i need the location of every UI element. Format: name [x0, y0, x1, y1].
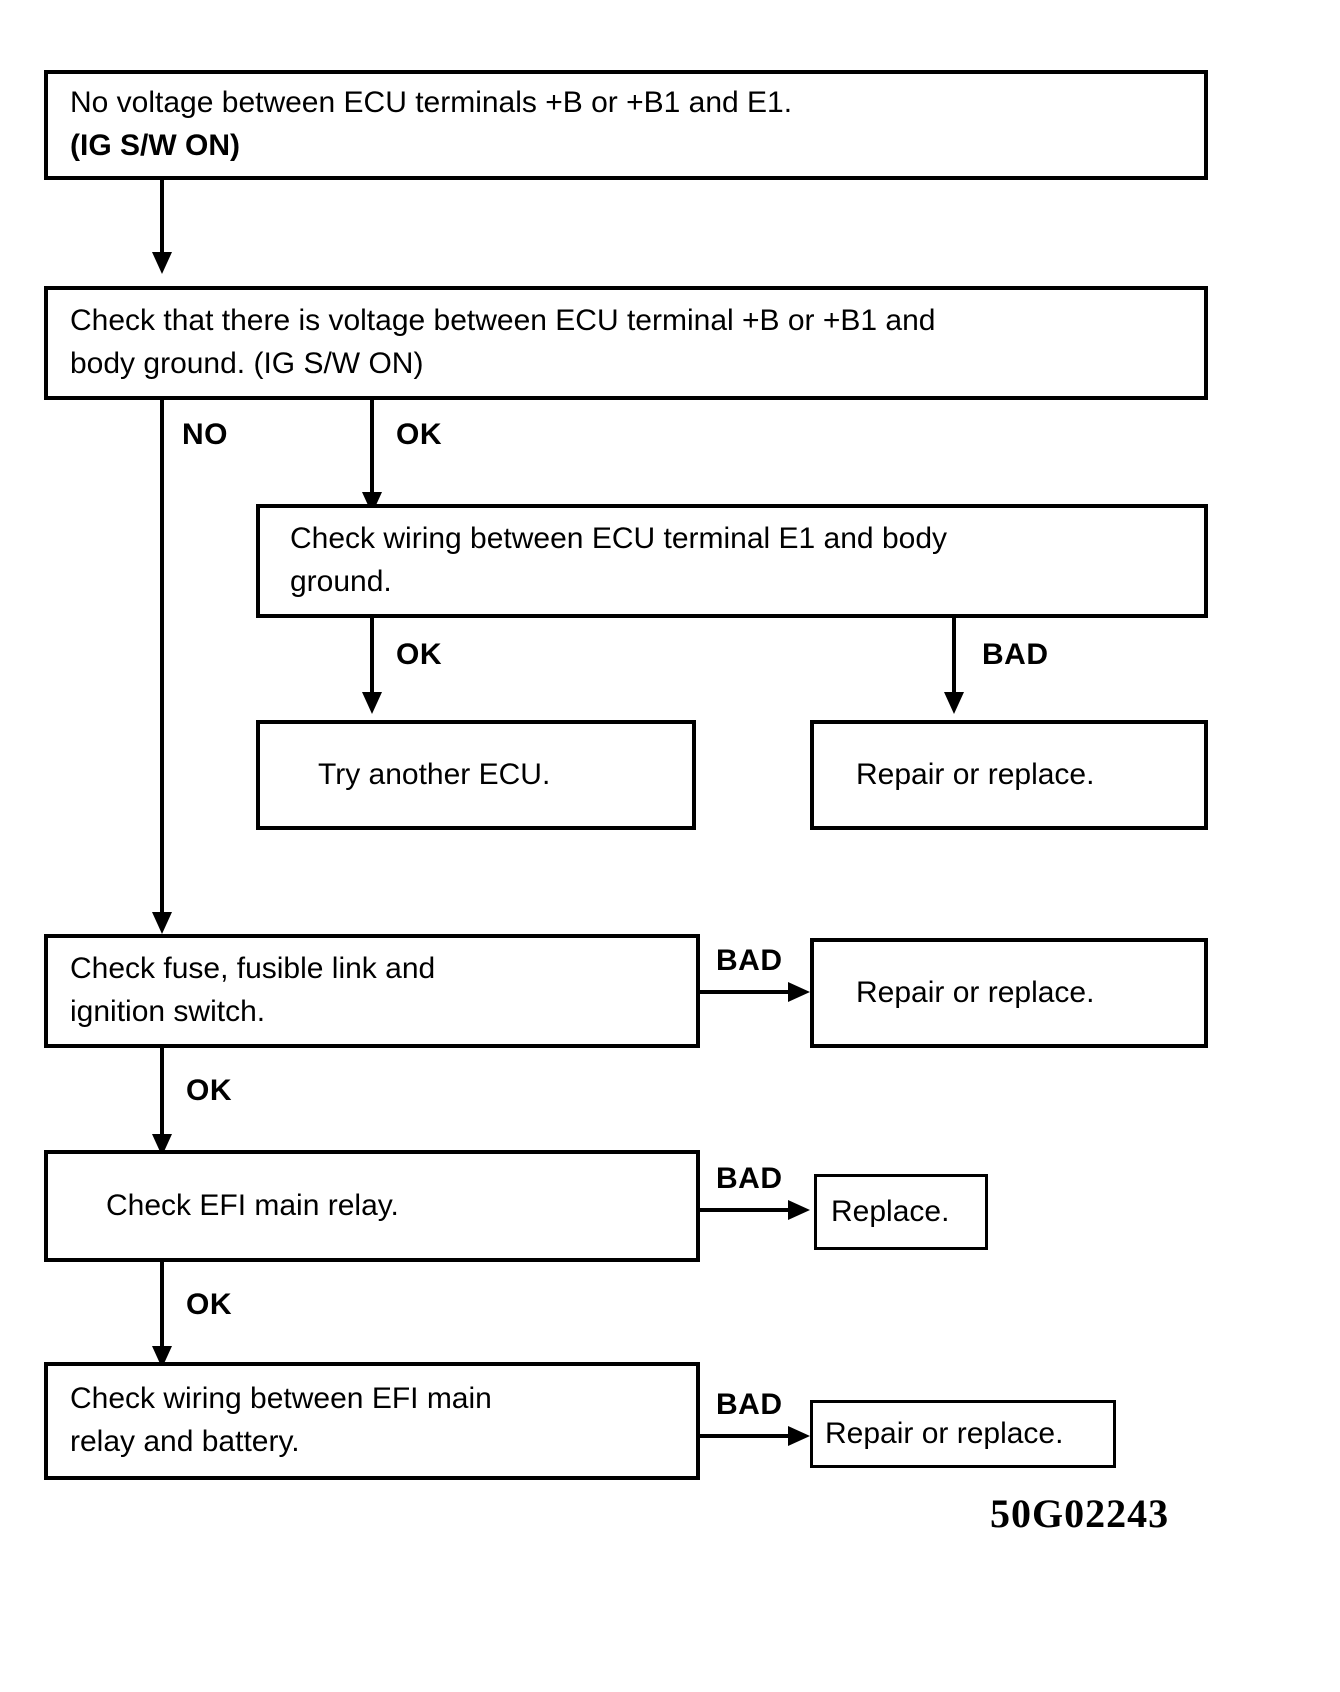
flow-box-check-wiring-e1: Check wiring between ECU terminal E1 and…: [256, 504, 1208, 618]
flow-box-repair-replace-3: Repair or replace.: [810, 1400, 1116, 1468]
flow-box-check-wiring-e1-line1: Check wiring between ECU terminal E1 and…: [290, 522, 947, 556]
arrowhead-no-branch: [152, 912, 172, 934]
edge-label-ok-3: OK: [186, 1074, 232, 1107]
flow-box-check-wiring-e1-line2: ground.: [290, 565, 392, 598]
flow-box-try-another-ecu: Try another ECU.: [256, 720, 696, 830]
connector-bad-branch-3: [700, 1208, 796, 1212]
flow-box-repair-replace-3-line1: Repair or replace.: [825, 1416, 1064, 1450]
connector-no-branch: [160, 400, 164, 920]
flow-box-repair-replace-2-line1: Repair or replace.: [856, 975, 1095, 1009]
flow-box-repair-replace-1: Repair or replace.: [810, 720, 1208, 830]
arrowhead-ok-branch-2: [362, 692, 382, 714]
flow-box-replace: Replace.: [814, 1174, 988, 1250]
connector-bad-branch-2: [700, 990, 796, 994]
edge-label-bad-3: BAD: [716, 1162, 783, 1195]
flow-box-check-voltage-line2: body ground. (IG S/W ON): [70, 347, 424, 380]
connector-bad-branch-4: [700, 1434, 796, 1438]
edge-label-bad-1: BAD: [982, 638, 1049, 671]
connector-ok-branch-3: [160, 1048, 164, 1140]
arrowhead-bad-branch-4: [788, 1426, 810, 1446]
flow-box-check-voltage-line1: Check that there is voltage between ECU …: [70, 304, 936, 338]
edge-label-bad-4: BAD: [716, 1388, 783, 1421]
flow-box-no-voltage-line1: No voltage between ECU terminals +B or +…: [70, 86, 793, 120]
flow-box-check-voltage-body-ground: Check that there is voltage between ECU …: [44, 286, 1208, 400]
flow-box-try-another-ecu-line1: Try another ECU.: [318, 757, 551, 791]
flow-box-repair-replace-1-line1: Repair or replace.: [856, 757, 1095, 791]
arrowhead-b1-b2: [152, 252, 172, 274]
flow-box-repair-replace-2: Repair or replace.: [810, 938, 1208, 1048]
connector-ok-branch-1: [370, 400, 374, 498]
edge-label-ok-4: OK: [186, 1288, 232, 1321]
flow-box-check-wiring-relay-battery-line2: relay and battery.: [70, 1425, 300, 1458]
connector-ok-branch-2: [370, 618, 374, 698]
arrowhead-bad-branch-1: [944, 692, 964, 714]
flow-box-check-fuse-line1: Check fuse, fusible link and: [70, 952, 436, 986]
flow-box-check-fuse-line2: ignition switch.: [70, 995, 266, 1028]
edge-label-bad-2: BAD: [716, 944, 783, 977]
document-code: 50G02243: [990, 1491, 1170, 1536]
flow-box-no-voltage-line2: (IG S/W ON): [70, 129, 240, 162]
flow-box-check-efi-relay: Check EFI main relay.: [44, 1150, 700, 1262]
arrowhead-bad-branch-2: [788, 982, 810, 1002]
edge-label-ok-2: OK: [396, 638, 442, 671]
flow-box-no-voltage: No voltage between ECU terminals +B or +…: [44, 70, 1208, 180]
connector-bad-branch-1: [952, 618, 956, 698]
flow-box-replace-line1: Replace.: [831, 1194, 950, 1228]
arrowhead-bad-branch-3: [788, 1200, 810, 1220]
flow-box-check-wiring-relay-battery-line1: Check wiring between EFI main: [70, 1382, 492, 1416]
edge-label-no-1: NO: [182, 418, 228, 451]
connector-b1-b2: [160, 180, 164, 258]
flow-box-check-wiring-relay-battery: Check wiring between EFI main relay and …: [44, 1362, 700, 1480]
connector-ok-branch-4: [160, 1262, 164, 1352]
edge-label-ok-1: OK: [396, 418, 442, 451]
flow-box-check-fuse: Check fuse, fusible link and ignition sw…: [44, 934, 700, 1048]
flow-box-check-efi-relay-line1: Check EFI main relay.: [106, 1188, 399, 1222]
